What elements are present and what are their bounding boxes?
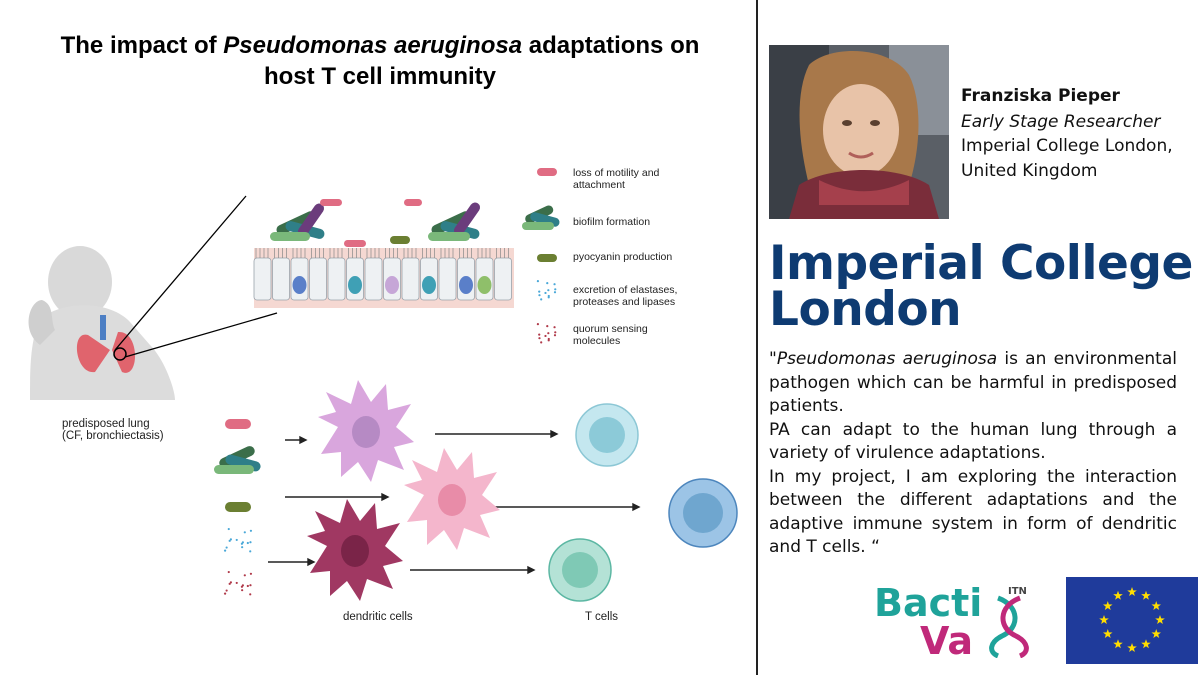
t-cells-label: T cells [585,611,619,623]
epithelial-cell [327,257,346,301]
title-line2: host T cell immunity [263,63,497,90]
arrows [268,429,641,575]
t-cell-2 [668,478,738,548]
quote-paragraph-2: PA can adapt to the human lung through a… [769,419,1177,464]
eu-star [1103,601,1113,610]
eu-star [1127,643,1137,652]
eu-star [1141,639,1151,649]
epithelial-cell [272,257,290,301]
epithelial-cell [475,257,494,301]
epithelial-cell [494,257,512,301]
eu-star [1151,601,1161,610]
zoom-marker [113,347,127,361]
eu-star [1141,590,1151,600]
epithelial-cell [346,257,364,301]
epithelial-cell [383,257,401,301]
bactivax-part1: Bacti [874,581,982,625]
t-cell-3 [548,538,612,602]
eu-star [1127,587,1137,596]
epithelial-cell [364,257,383,301]
epithelial-cell [253,257,272,301]
pyocyanin-icon [537,254,557,262]
quorum-dots-icon [536,323,557,344]
title-species: Pseudomonas aeruginosa [223,32,523,59]
imperial-logo-line2: London [769,282,962,337]
author-institution: Imperial College London, [961,136,1173,156]
motility-icon [537,168,557,176]
title-prefix: The impact of [60,32,224,59]
imperial-logo-line1: Imperial College [769,236,1193,291]
author-role: Early Stage Researcher [961,112,1161,132]
dendritic-cells-label: dendritic cells [343,611,413,623]
title-suffix: adaptations on [522,32,700,59]
legend-icons [522,168,560,344]
biofilm-clump-1 [270,203,325,241]
epithelial-cell [457,257,475,301]
vertical-divider [756,0,758,675]
eu-star [1099,615,1109,624]
dendritic-cell-2 [404,448,500,550]
author-country: United Kingdom [961,161,1098,181]
research-quote: "Pseudomonas aeruginosa is an environmen… [769,348,1177,560]
left-lung [76,334,110,373]
dendritic-cell-3 [307,499,403,601]
right-lung [112,331,136,373]
lung-label: predisposed lung(CF, bronchiectasis) [62,418,164,442]
legend-item-enzymes: excretion of elastases,proteases and lip… [573,284,678,308]
legend-item-pyocyanin: pyocyanin production [573,251,673,263]
person-figure [28,246,175,400]
quote-paragraph-3: In my project, I am exploring the intera… [769,466,1177,558]
epithelial-cell [438,257,457,301]
epithelial-cell [420,257,438,301]
enzyme-dots-icon [536,280,557,301]
author-photo [769,45,949,219]
quote-paragraph-1: "Pseudomonas aeruginosa is an environmen… [769,349,1177,416]
eu-star [1113,590,1123,600]
eu-star [1103,629,1113,638]
eu-star [1113,639,1123,649]
epithelium-layer [253,199,514,308]
biofilm-clump-2 [428,202,481,241]
epithelial-cell [309,257,327,301]
eu-star [1155,615,1165,624]
eu-star [1151,629,1161,638]
bacteria-column [214,419,261,596]
legend-item-biofilm: biofilm formation [573,216,651,228]
t-cell-1 [575,403,639,467]
poster-title: The impact of Pseudomonas aeruginosa ada… [30,30,730,92]
eu-flag [1066,577,1198,664]
author-name: Franziska Pieper [961,86,1120,106]
epithelial-cell [290,257,309,301]
dendritic-cell-1 [318,380,414,482]
epithelial-cell [401,257,420,301]
bactivax-part2: Va [920,619,973,658]
pathogen-illustration [28,168,738,602]
bactivax-superscript: ITN [1008,586,1027,597]
bactivax-logo: Bacti Va ITN [870,578,1040,663]
